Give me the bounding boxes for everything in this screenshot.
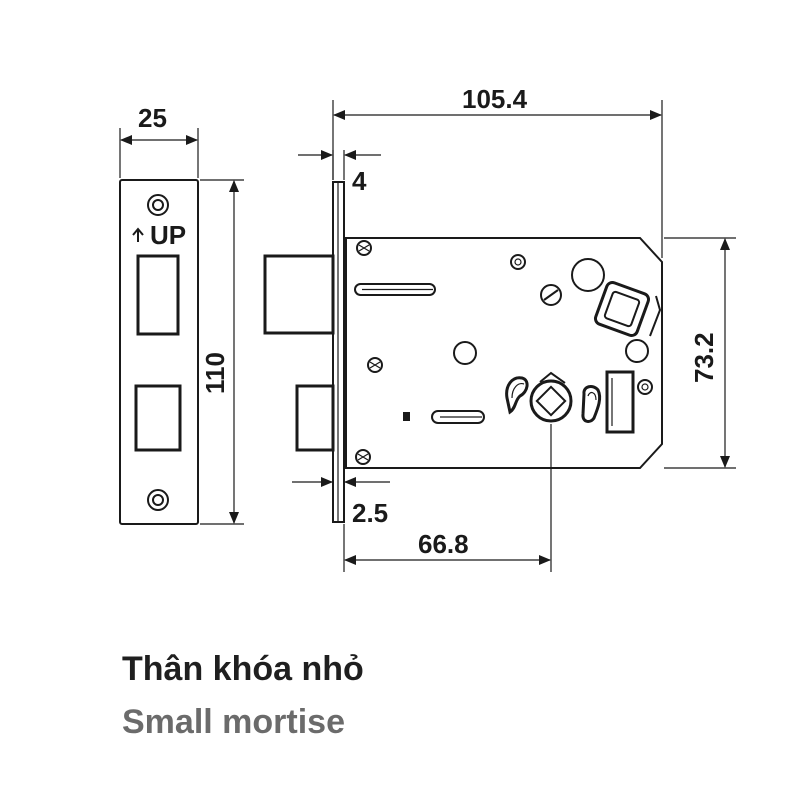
deadbolt-slot [431, 410, 485, 424]
faceplate-height-label: 110 [200, 352, 230, 394]
faceplate-thickness-dimension: 4 [298, 150, 381, 196]
top-screw-icon [147, 194, 169, 216]
faceplate-width-dimension: 25 [119, 103, 199, 178]
spring-post [625, 339, 649, 363]
cylinder-hole [453, 341, 477, 365]
overall-length-label: 105.4 [462, 84, 528, 114]
case-body [345, 237, 663, 469]
faceplate-width-label: 25 [138, 103, 167, 133]
overall-length-dimension: 105.4 [332, 84, 663, 258]
caption-english: Small mortise [122, 703, 345, 741]
case-screw-icon [637, 379, 653, 395]
small-pin [403, 412, 410, 421]
faceplate-thickness-label: 4 [352, 166, 367, 196]
cam-mechanism [529, 371, 573, 423]
case-screw-icon [356, 240, 372, 256]
latch-opening [136, 254, 180, 336]
case-screw-icon [367, 357, 383, 373]
backset-label: 66.8 [418, 529, 469, 559]
deadbolt-opening [134, 384, 182, 452]
bottom-screw-icon [147, 489, 169, 511]
case-screw-icon [355, 449, 371, 465]
faceplate-outline [119, 179, 199, 525]
right-lever [581, 385, 602, 423]
deadbolt [295, 384, 335, 452]
slotted-screw-icon [540, 284, 562, 306]
faceplate-height-dimension: 110 [200, 179, 244, 525]
caption-vietnamese: Thân khóa nhỏ [122, 650, 364, 688]
faceplate-front-view: UP [119, 179, 199, 525]
spindle-follower [593, 280, 662, 338]
backset-dimension: 66.8 [343, 424, 552, 572]
up-marker-label: UP [150, 220, 186, 250]
case-screw-icon [510, 254, 526, 270]
up-arrow-icon [132, 227, 144, 242]
plate-offset-label: 2.5 [352, 498, 388, 528]
case-height-label: 73.2 [689, 332, 719, 383]
lock-body-side-view [263, 181, 663, 523]
latch-bolt [263, 254, 335, 335]
stop-block [605, 370, 635, 434]
follower-boss [571, 258, 605, 292]
latch-slot [354, 283, 436, 296]
left-lever [505, 376, 529, 415]
plate-offset-dimension: 2.5 [292, 477, 390, 528]
case-height-dimension: 73.2 [664, 237, 736, 469]
